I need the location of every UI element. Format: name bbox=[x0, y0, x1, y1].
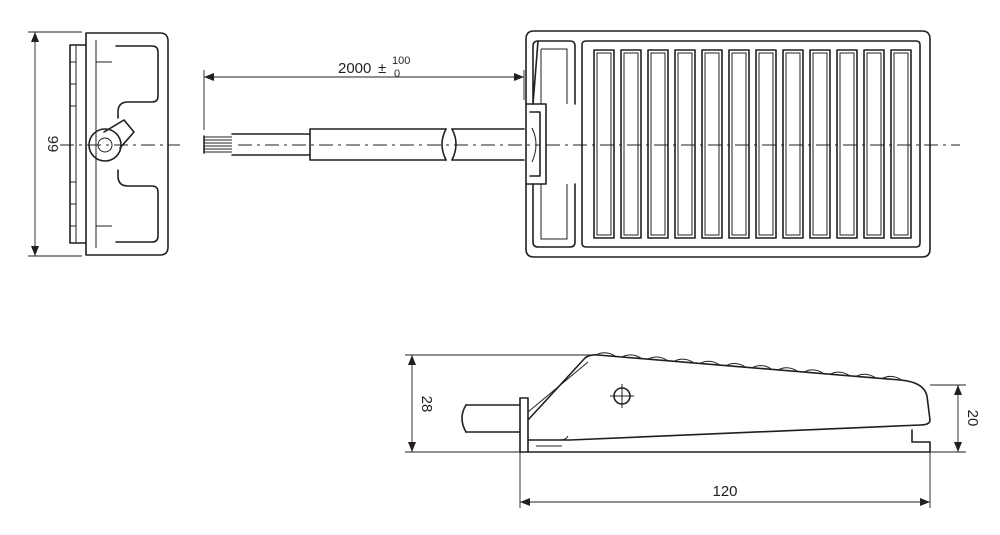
tread-rib-inner bbox=[596, 52, 612, 236]
tread-rib-inner bbox=[839, 52, 855, 236]
tread-bump bbox=[855, 373, 877, 379]
length-dimension bbox=[519, 452, 931, 508]
end-view: 99 bbox=[28, 31, 180, 257]
tolerance-lower: 0 bbox=[394, 68, 400, 80]
tread-rib-inner bbox=[812, 52, 828, 236]
tread-bump bbox=[751, 365, 773, 370]
hinge-block bbox=[532, 40, 576, 248]
tread-bump bbox=[777, 367, 799, 373]
tread-rib bbox=[809, 49, 831, 239]
side-base bbox=[519, 429, 931, 453]
tread-rib bbox=[890, 49, 912, 239]
tread-rib bbox=[755, 49, 777, 239]
tread-bump bbox=[881, 375, 903, 381]
length-label: 120 bbox=[712, 483, 737, 500]
tread-bump bbox=[621, 354, 643, 360]
width-dimension-label: 99 bbox=[44, 136, 61, 153]
tread-bump bbox=[647, 356, 669, 362]
side-pedal bbox=[527, 354, 931, 441]
pedal-outline bbox=[525, 30, 931, 258]
cable-length-dimension: 2000 ± 100 0 bbox=[203, 55, 525, 130]
tread-bump bbox=[673, 358, 695, 364]
tread-rib bbox=[782, 49, 804, 239]
tread-rib bbox=[674, 49, 696, 239]
tread-rib bbox=[728, 49, 750, 239]
tread-rib-inner bbox=[893, 52, 909, 236]
tread-rib-inner bbox=[677, 52, 693, 236]
tread-bumps bbox=[595, 352, 903, 381]
front-height-dimension bbox=[930, 384, 966, 453]
tread-rib bbox=[647, 49, 669, 239]
tread-rib-inner bbox=[731, 52, 747, 236]
side-view: 28 20 120 bbox=[405, 352, 981, 508]
tread-bump bbox=[699, 360, 721, 366]
cable bbox=[203, 128, 540, 161]
tread-bump bbox=[829, 371, 851, 377]
tread-rib bbox=[863, 49, 885, 239]
tread-rib bbox=[620, 49, 642, 239]
tread-bump bbox=[595, 352, 617, 357]
tread-rib-inner bbox=[623, 52, 639, 236]
tread-rib bbox=[701, 49, 723, 239]
tread-rib bbox=[836, 49, 858, 239]
tread-rib bbox=[593, 49, 615, 239]
cable-length-label: 2000 bbox=[338, 60, 371, 77]
top-view bbox=[525, 30, 960, 258]
end-view-body bbox=[85, 32, 169, 256]
tolerance-symbol: ± bbox=[378, 60, 386, 77]
front-height-label: 20 bbox=[964, 410, 981, 427]
width-dimension-line bbox=[28, 31, 82, 257]
end-view-back-plate bbox=[69, 44, 87, 244]
tread-rib-inner bbox=[704, 52, 720, 236]
overall-height-label: 28 bbox=[418, 396, 435, 413]
tread-bump bbox=[803, 369, 825, 375]
tread-rib-inner bbox=[650, 52, 666, 236]
tread-rib-inner bbox=[866, 52, 882, 236]
tread-ribs bbox=[593, 49, 912, 239]
tolerance-upper: 100 bbox=[392, 55, 410, 67]
tread-rib-inner bbox=[785, 52, 801, 236]
tread-bump bbox=[725, 362, 747, 368]
tread-rib-inner bbox=[758, 52, 774, 236]
overall-height-dimension bbox=[405, 354, 600, 453]
